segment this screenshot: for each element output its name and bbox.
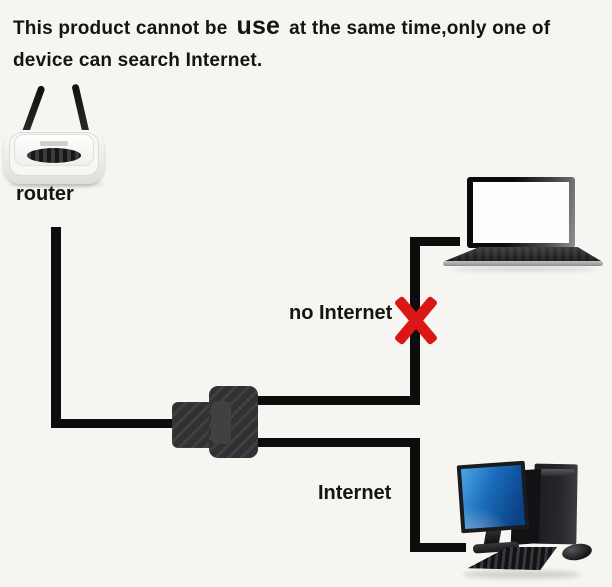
desktop-shadow (463, 570, 581, 579)
cable-router-vertical (51, 227, 61, 428)
desktop-pc-icon (438, 448, 612, 587)
router-antenna-left-icon (21, 84, 46, 137)
laptop-base-rim (443, 261, 603, 266)
router-shadow (10, 181, 105, 187)
router-label: router (16, 183, 74, 205)
headline-line1: This product cannot be use at the same t… (13, 12, 550, 41)
laptop-keyboard (445, 247, 601, 261)
cable-top-branch-horizontal (252, 396, 420, 405)
red-cross-icon (393, 295, 439, 346)
pc-monitor-icon (456, 460, 530, 534)
splitter-plug-icon (172, 402, 214, 448)
laptop-shadow (451, 267, 597, 271)
laptop-icon (443, 173, 603, 273)
cable-to-laptop (410, 237, 460, 246)
laptop-screen (467, 177, 575, 248)
router-brand-badge (40, 141, 68, 146)
pc-mouse-icon (560, 541, 594, 563)
internet-label: Internet (318, 482, 392, 504)
pc-monitor-screen (460, 464, 526, 530)
cable-bottom-branch-vertical (410, 438, 420, 552)
headline-line2: device can search Internet. (13, 50, 263, 71)
cable-router-horizontal (51, 419, 172, 428)
cable-bottom-branch-horizontal (252, 438, 420, 447)
pc-drive-bay (537, 468, 575, 477)
splitter-tab (211, 401, 231, 444)
laptop-display (473, 182, 569, 243)
no-internet-label: no Internet (289, 302, 393, 324)
router-vent-icon (27, 148, 81, 163)
headline-line1-suffix: at the same time,only one of (289, 18, 551, 39)
headline-line1-prefix: This product cannot be (13, 18, 228, 39)
cable-to-desktop (410, 543, 466, 552)
headline-emphasis: use (236, 12, 281, 40)
router-antenna-right-icon (71, 83, 90, 136)
laptop-keys-texture (445, 247, 601, 261)
